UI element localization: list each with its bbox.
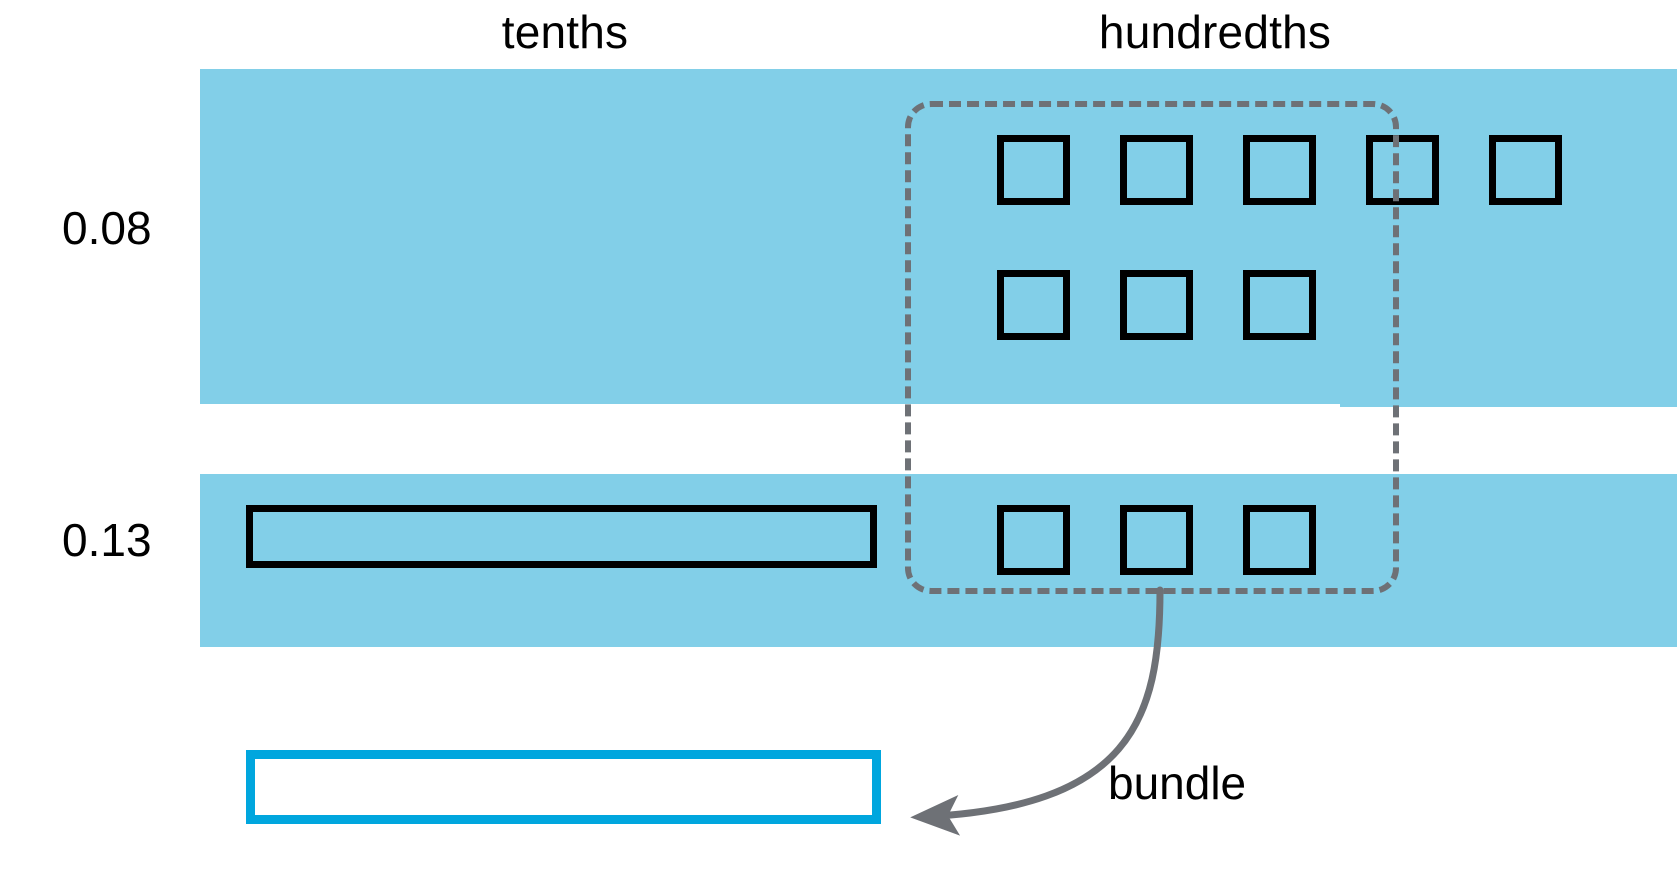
row-band-0-08-left (200, 69, 1340, 404)
hundredth-square (997, 135, 1070, 205)
column-header-hundredths: hundredths (1098, 6, 1332, 58)
hundredth-square (1366, 135, 1439, 205)
hundredth-square (1489, 135, 1562, 205)
hundredth-square (1243, 270, 1316, 340)
row-band-0-13 (200, 474, 1677, 647)
hundredth-square (1120, 505, 1193, 575)
row-label-0-08: 0.08 (62, 202, 152, 254)
dashed-bundle-region (905, 101, 1399, 594)
hundredth-square (1120, 135, 1193, 205)
hundredth-square (1120, 270, 1193, 340)
tenth-bar (246, 505, 877, 568)
curved-arrow-icon (910, 586, 1164, 836)
bundled-tenth-rect (246, 750, 881, 824)
hundredth-square (1243, 135, 1316, 205)
column-header-tenths: tenths (501, 6, 629, 58)
hundredth-square (997, 505, 1070, 575)
hundredth-square (997, 270, 1070, 340)
bundle-caption-label: bundle (1108, 757, 1247, 809)
row-label-0-13: 0.13 (62, 514, 152, 566)
hundredth-square (1243, 505, 1316, 575)
